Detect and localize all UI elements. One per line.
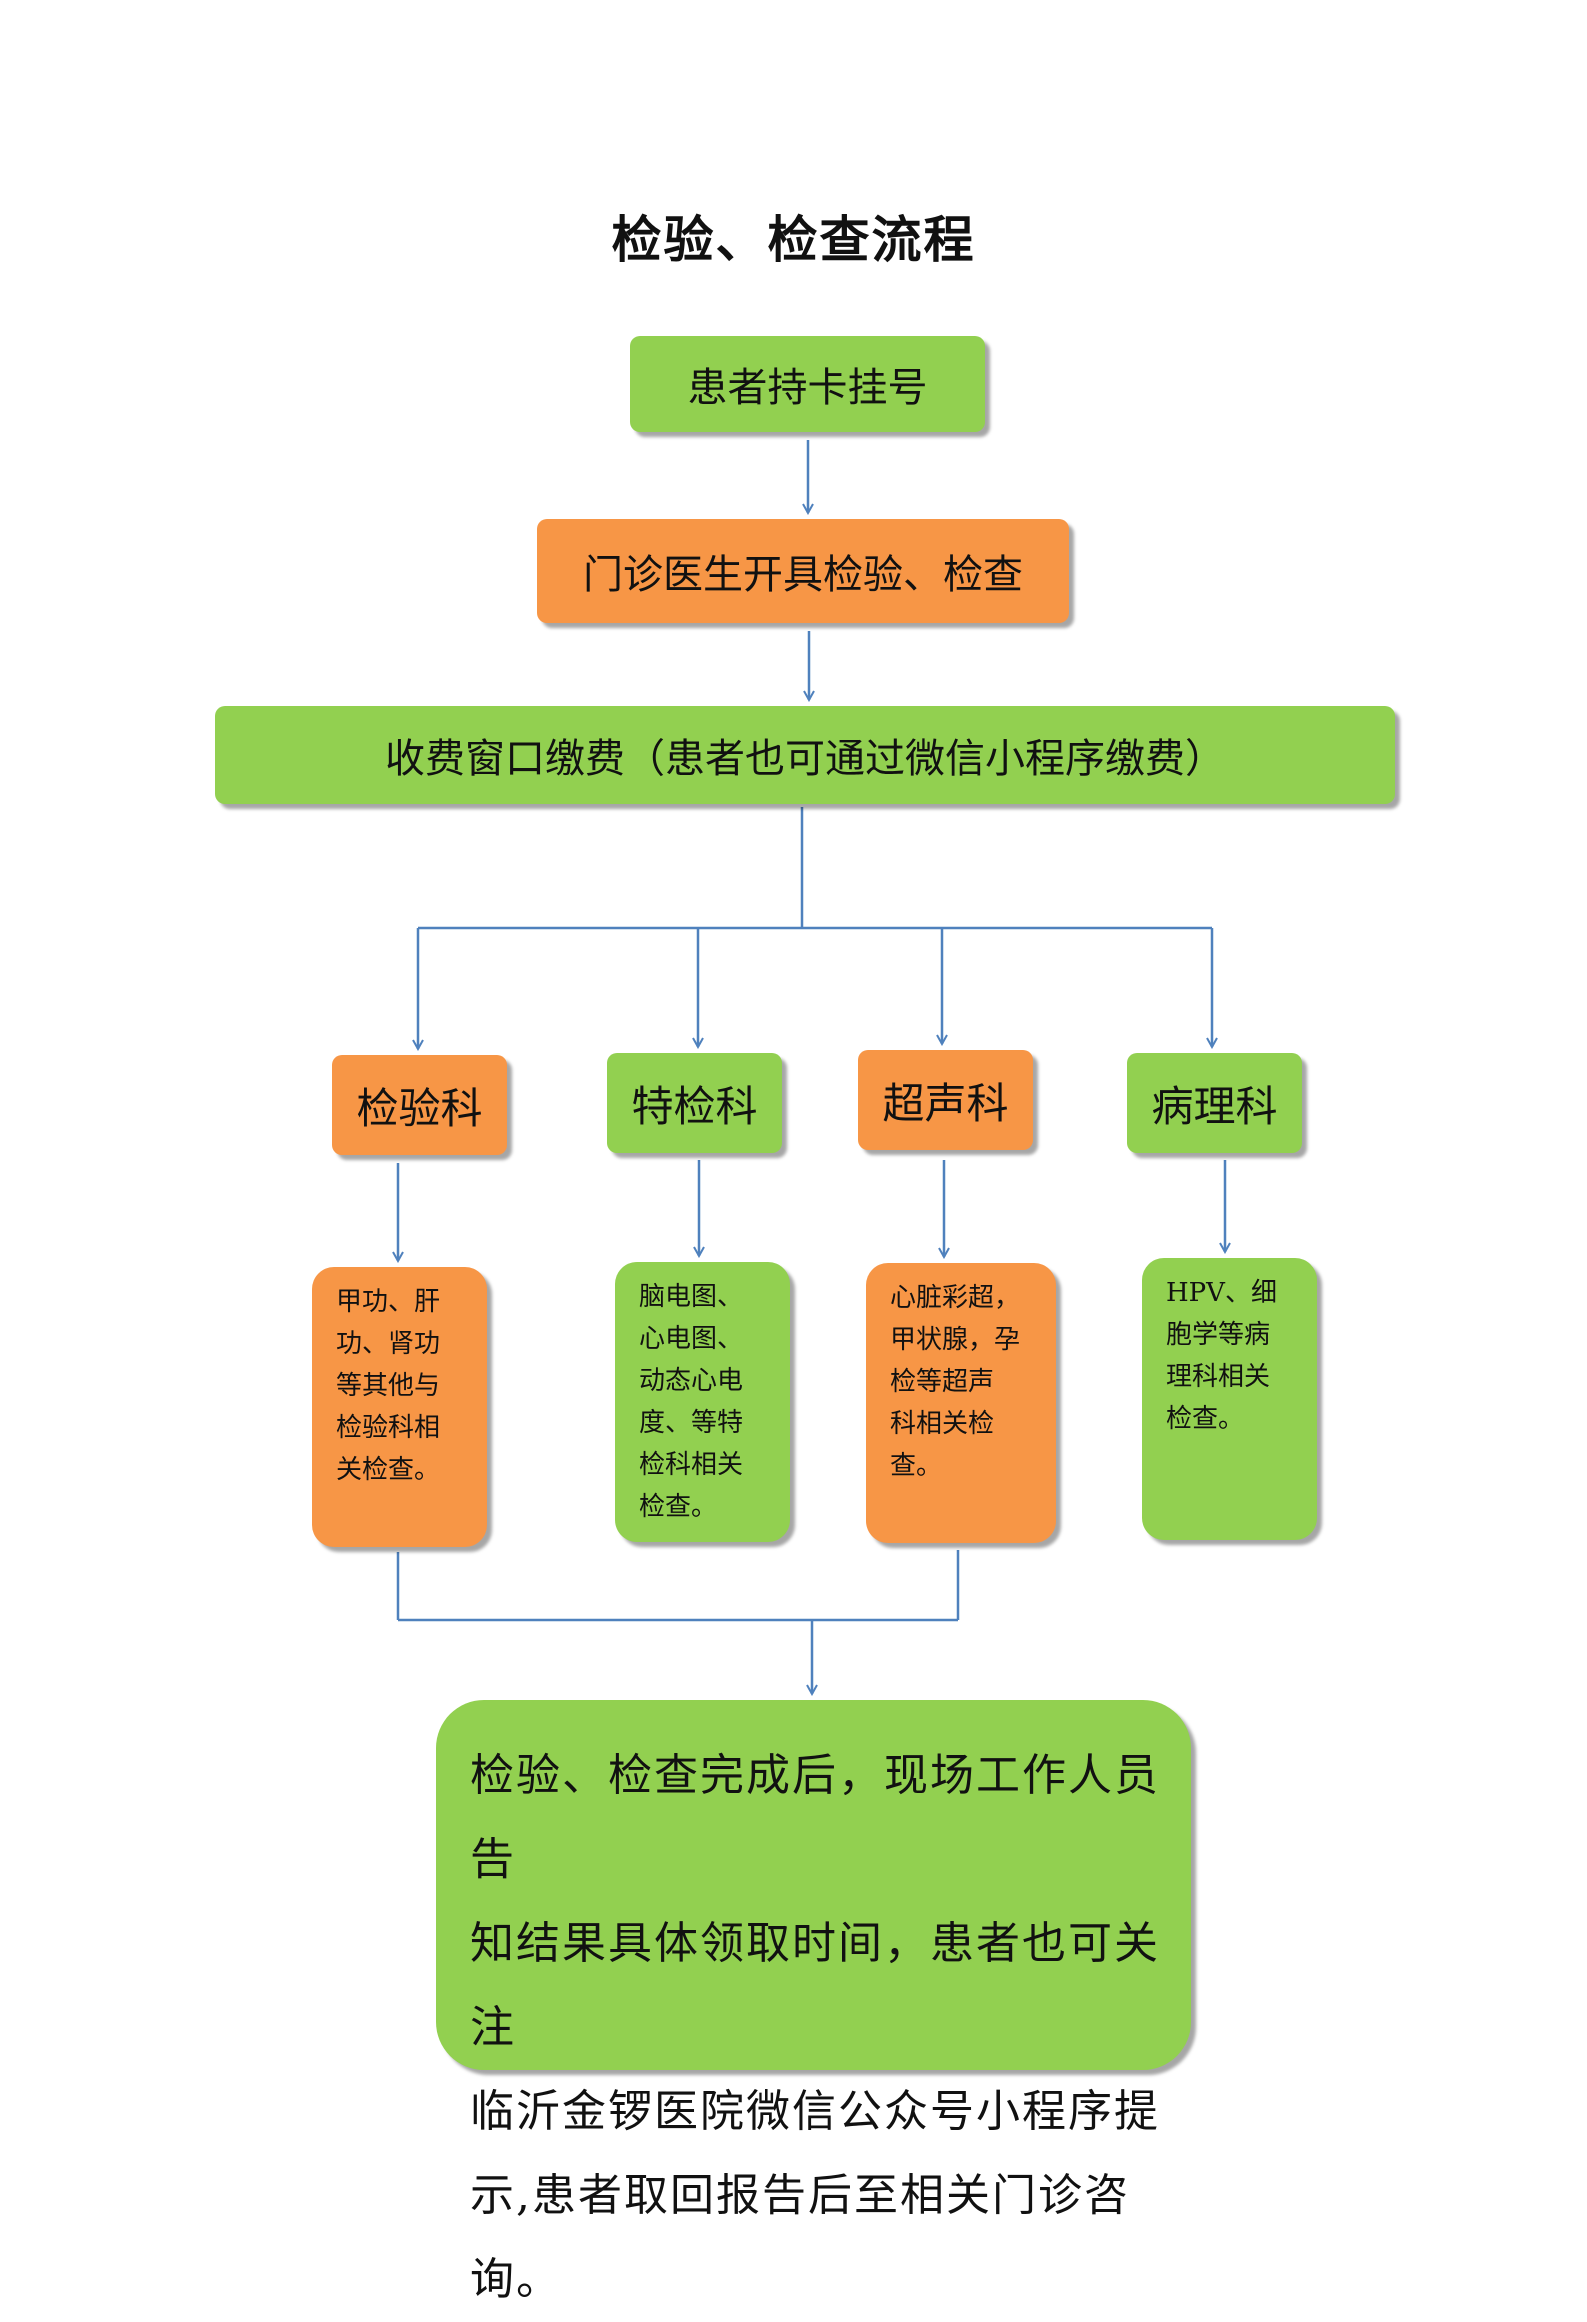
step-final-report: 检验、检查完成后，现场工作人员告 知结果具体领取时间，患者也可关注 临沂金锣医院…	[436, 1700, 1191, 2305]
detail-special-text: 脑电图、 心电图、 动态心电 度、等特 检科相关 检查。	[639, 1282, 744, 1522]
step-doctor-label: 门诊医生开具检验、检查	[583, 552, 1023, 598]
step-payment: 收费窗口缴费（患者也可通过微信小程序缴费）	[215, 706, 1395, 804]
dept-ultrasound: 超声科	[858, 1050, 1033, 1150]
step-payment-label: 收费窗口缴费（患者也可通过微信小程序缴费）	[385, 736, 1225, 782]
dept-special-name: 特检科	[631, 1081, 758, 1131]
detail-ultrasound: 心脏彩超， 甲状腺，孕 检等超声 科相关检 查。	[866, 1263, 1056, 1543]
dept-pathology-name: 病理科	[1151, 1081, 1278, 1131]
step-final-text: 检验、检查完成后，现场工作人员告 知结果具体领取时间，患者也可关注 临沂金锣医院…	[470, 1750, 1160, 2305]
dept-special-exam: 特检科	[607, 1053, 782, 1153]
detail-special-exam: 脑电图、 心电图、 动态心电 度、等特 检科相关 检查。	[615, 1262, 790, 1542]
detail-pathology: HPV、细 胞学等病 理科相关 检查。	[1142, 1258, 1317, 1540]
dept-ultrasound-name: 超声科	[882, 1078, 1009, 1128]
detail-pathology-text: HPV、细 胞学等病 理科相关 检查。	[1166, 1278, 1277, 1434]
step-register: 患者持卡挂号	[630, 336, 985, 432]
detail-ultrasound-text: 心脏彩超， 甲状腺，孕 检等超声 科相关检 查。	[890, 1283, 1021, 1481]
step-register-label: 患者持卡挂号	[687, 365, 928, 411]
detail-lab-text: 甲功、肝 功、肾功 等其他与 检验科相 关检查。	[336, 1287, 441, 1485]
dept-lab: 检验科	[332, 1055, 507, 1155]
step-doctor-order: 门诊医生开具检验、检查	[537, 519, 1069, 623]
flow-connectors	[0, 440, 1587, 2245]
page-title: 检验、检查流程	[611, 210, 976, 269]
detail-lab: 甲功、肝 功、肾功 等其他与 检验科相 关检查。	[312, 1267, 487, 1547]
dept-pathology: 病理科	[1127, 1053, 1302, 1153]
dept-lab-name: 检验科	[356, 1083, 483, 1133]
